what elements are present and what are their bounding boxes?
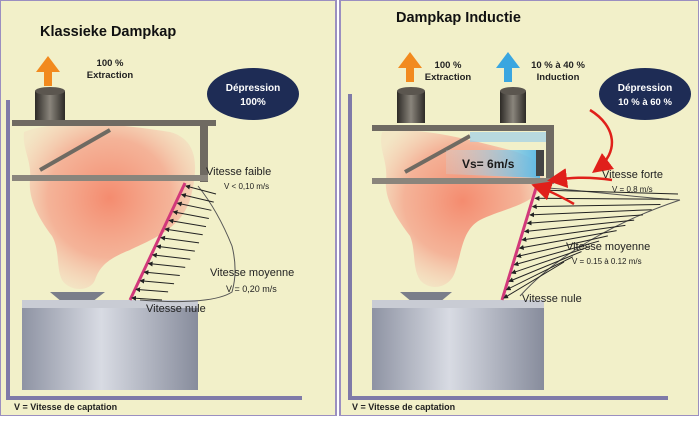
left-floor xyxy=(6,396,302,400)
right-stove-top xyxy=(372,300,544,308)
left-chimney xyxy=(35,91,65,121)
red-flow-arrow-middle xyxy=(547,168,613,189)
left-velocity-arrow xyxy=(131,295,163,301)
right-velocity-arrow xyxy=(503,261,565,299)
right-capture-line xyxy=(500,187,538,301)
right-hood-bottom xyxy=(372,178,554,184)
left-velocity-arrow xyxy=(135,287,169,293)
left-velocity-arrow xyxy=(168,218,207,228)
left-footer: V = Vitesse de captation xyxy=(14,402,117,412)
induction-percent: 10 % à 40 % xyxy=(531,60,585,71)
left-stove-top xyxy=(22,300,198,308)
induction-jet xyxy=(446,150,540,178)
left-velocity-arrow xyxy=(160,235,200,244)
right-velocity-arrow xyxy=(529,209,652,218)
right-chimney-induction xyxy=(500,91,526,123)
left-depression-label: Dépression xyxy=(226,83,280,94)
red-flow-arrow-bottom xyxy=(531,181,575,206)
right-velocity-arrow xyxy=(521,224,626,242)
right-depression-value: 10 % à 60 % xyxy=(618,97,672,108)
right-velocity-arrow xyxy=(510,245,591,275)
right-panel: Dampkap Inductie 100 % Extraction 10 % à… xyxy=(339,0,699,417)
left-extraction-label: Extraction xyxy=(87,70,134,81)
left-extraction-percent: 100 % xyxy=(97,58,124,69)
left-capture-line xyxy=(128,182,187,301)
left-hood-bottom xyxy=(12,175,208,181)
left-depression-value: 100% xyxy=(240,97,266,108)
right-title: Dampkap Inductie xyxy=(396,10,521,26)
right-pan xyxy=(400,292,452,302)
right-stove xyxy=(372,308,544,390)
right-footer: V = Vitesse de captation xyxy=(352,402,455,412)
induction-flame-icon xyxy=(496,52,520,82)
right-extraction-percent: 100 % xyxy=(435,60,462,71)
right-velocity-arrow xyxy=(537,187,679,195)
left-vitesse-faible-value: V < 0,10 m/s xyxy=(224,182,269,191)
left-velocity-arrows xyxy=(131,184,217,301)
left-velocity-arrow xyxy=(155,244,195,252)
jet-speed-label: Vs= 6m/s xyxy=(462,157,515,171)
right-velocity-arrow xyxy=(516,235,608,259)
left-pan xyxy=(50,292,105,302)
right-velocity-arrow xyxy=(523,219,635,234)
right-velocity-arrow xyxy=(518,230,617,250)
left-hood-top xyxy=(12,120,216,126)
left-vitesse-faible-label: Vitesse faible xyxy=(206,166,271,178)
left-velocity-arrow xyxy=(151,252,191,260)
left-velocity-arrow xyxy=(172,210,209,219)
right-vitesse-moyenne-label: Vitesse moyenne xyxy=(566,241,650,253)
right-vitesse-moyenne-value: V = 0.15 à 0.12 m/s xyxy=(572,257,642,266)
red-flow-arrow-top xyxy=(589,108,614,174)
right-vitesse-nule: Vitesse nule xyxy=(522,293,582,305)
right-velocity-arrow xyxy=(531,203,661,210)
right-velocity-arrow xyxy=(505,256,573,291)
left-depression-badge xyxy=(207,68,299,120)
right-extraction-flame-icon xyxy=(398,52,422,82)
left-velocity-arrow xyxy=(176,201,212,211)
right-vitesse-forte-value: V = 0,8 m/s xyxy=(612,185,653,194)
extraction-flame-icon xyxy=(36,56,60,86)
right-depression-badge xyxy=(599,68,691,120)
right-velocity-arrow xyxy=(534,195,670,201)
induction-label: Induction xyxy=(537,72,580,83)
left-title: Klassieke Dampkap xyxy=(40,24,176,40)
left-smoke xyxy=(23,123,196,289)
right-depression-label: Dépression xyxy=(618,83,672,94)
right-velocity-arrow xyxy=(508,251,582,283)
left-panel: Klassieke Dampkap 100 % Extraction Dépre… xyxy=(0,0,337,417)
left-velocity-arrow xyxy=(139,278,175,285)
right-floor xyxy=(348,396,668,400)
right-hood-front xyxy=(546,125,554,183)
right-chimney-extraction xyxy=(397,91,425,123)
right-wall xyxy=(348,94,352,400)
left-velocity-arrow xyxy=(180,193,214,203)
left-velocity-arrow xyxy=(185,184,217,195)
left-vitesse-moyenne-value: V = 0,20 m/s xyxy=(226,284,277,294)
right-extraction-label: Extraction xyxy=(425,72,472,83)
left-vitesse-nule: Vitesse nule xyxy=(146,303,206,315)
right-hood-top xyxy=(372,125,552,131)
left-velocity-arrow xyxy=(164,227,203,236)
left-velocity-arrow xyxy=(143,270,180,277)
right-velocity-arrows xyxy=(503,187,679,299)
left-hood-front xyxy=(200,120,208,182)
right-velocity-arrow xyxy=(513,240,600,267)
left-vitesse-moyenne-label: Vitesse moyenne xyxy=(210,267,294,279)
right-velocity-arrow xyxy=(526,214,643,226)
left-velocity-arrow xyxy=(147,261,186,268)
left-wall xyxy=(6,100,10,400)
right-vitesse-forte-label: Vitesse forte xyxy=(602,169,663,181)
left-stove xyxy=(22,308,198,390)
